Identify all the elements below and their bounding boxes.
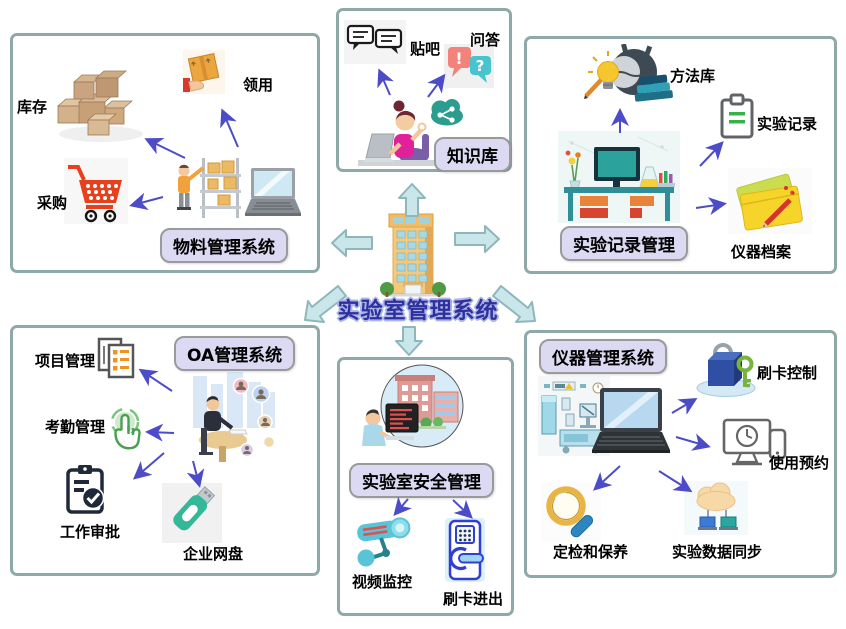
inventory-boxes-icon (56, 70, 143, 142)
forum-chat-bubbles-icon (344, 20, 406, 64)
netdisk-label: 企业网盘 (183, 545, 244, 563)
record-badge: 实验记录管理 (560, 226, 688, 261)
laptop-icon (245, 168, 301, 216)
archive-folders-icon (728, 168, 812, 234)
data-sync-label: 实验数据同步 (672, 543, 763, 561)
page-title: 实验室管理系统 (337, 299, 499, 324)
office-person-icon (193, 372, 276, 462)
qa-label: 问答 (470, 31, 501, 49)
warehouse-worker-icon (177, 158, 241, 218)
approval-label: 工作审批 (60, 523, 121, 541)
data-sync-cloud-icon (684, 481, 748, 535)
instrument-badge: 仪器管理系统 (539, 339, 667, 374)
reservation-clock-icon (722, 418, 787, 466)
svg-text:!: ! (455, 49, 462, 68)
video-label: 视频监控 (352, 573, 413, 591)
attendance-hand-click-icon (110, 408, 141, 450)
tieba-label: 贴吧 (410, 40, 441, 58)
card-control-label: 刷卡控制 (757, 364, 818, 382)
maintenance-label: 定检和保养 (553, 543, 629, 561)
safety-badge: 实验室安全管理 (349, 463, 494, 498)
woman-laptop-icon (358, 100, 442, 166)
office-building-icon (380, 213, 446, 297)
inventory-label: 库存 (17, 98, 48, 116)
reservation-label: 使用预约 (769, 454, 830, 472)
svg-text:?: ? (476, 57, 485, 75)
maintenance-magnifier-icon (541, 482, 601, 542)
record-clipboard-icon (720, 93, 754, 139)
cctv-camera-icon (357, 517, 411, 567)
requisition-box-icon (183, 50, 225, 94)
purchase-cart-icon (64, 158, 128, 224)
project-label: 项目管理 (35, 352, 96, 370)
method-library-icon (584, 44, 673, 102)
hub-arrow-right (454, 225, 500, 253)
experiment-record-label: 实验记录 (757, 115, 818, 133)
usb-drive-icon (162, 483, 222, 543)
hub-arrow-left (331, 229, 373, 257)
hub-arrow-down (395, 326, 423, 356)
attendance-label: 考勤管理 (45, 418, 106, 436)
purchase-label: 采购 (37, 194, 68, 212)
method-library-label: 方法库 (670, 67, 716, 85)
qa-bubbles-icon: ! ? (444, 44, 494, 88)
lab-equipment-laptop-icon (538, 376, 670, 456)
requisition-label: 领用 (243, 76, 274, 94)
instrument-archive-label: 仪器档案 (731, 243, 792, 261)
card-control-lock-key-icon (696, 343, 756, 397)
material-badge: 物料管理系统 (160, 228, 288, 263)
door-lock-icon (445, 518, 485, 582)
cloud-share-icon (431, 99, 463, 126)
lab-desk-icon (558, 131, 680, 223)
security-monitor-scene-icon (362, 364, 464, 448)
project-documents-icon (97, 337, 135, 379)
approval-clipboard-icon (66, 465, 105, 514)
knowledge-badge: 知识库 (434, 137, 511, 172)
oa-badge: OA管理系统 (174, 336, 296, 371)
card-access-label: 刷卡进出 (443, 590, 504, 608)
